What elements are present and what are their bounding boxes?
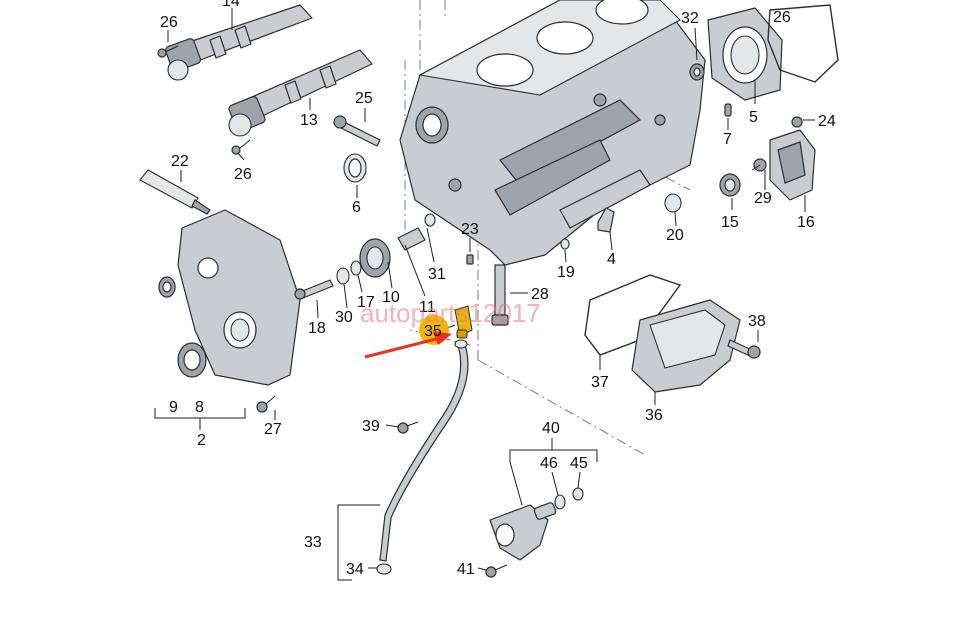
- seal-46: [554, 494, 566, 510]
- callout-18: 18: [308, 320, 326, 337]
- callout-20: 20: [666, 227, 684, 244]
- callout-23: 23: [461, 221, 479, 238]
- callout-27: 27: [264, 421, 282, 438]
- callout-8: 8: [195, 399, 204, 416]
- callout-38: 38: [748, 313, 766, 330]
- oil-jet-4: [597, 207, 615, 233]
- seal-32: [689, 63, 705, 81]
- bolt-38: [727, 339, 761, 359]
- plug-20: [664, 193, 682, 213]
- callout-29: 29: [754, 190, 772, 207]
- callout-7: 7: [723, 131, 732, 148]
- callout-28: 28: [531, 286, 549, 303]
- sprocket-11: [397, 227, 426, 251]
- callout-45: 45: [570, 455, 588, 472]
- seal-34: [376, 563, 392, 575]
- callout-19: 19: [557, 264, 575, 281]
- washer-17: [350, 260, 362, 276]
- callout-6: 6: [352, 199, 361, 216]
- watermark: autoparts12017: [360, 298, 541, 328]
- callout-39: 39: [362, 418, 380, 435]
- pin-23: [466, 254, 474, 265]
- dipstick-tube-top-ring: [454, 339, 468, 349]
- callout-31: 31: [428, 266, 446, 283]
- engine-block: [399, 0, 706, 266]
- callout-35: 35: [424, 323, 442, 340]
- callout-40: 40: [542, 420, 560, 437]
- highlighted-part-35: [454, 305, 473, 339]
- sensor-16: [769, 129, 816, 201]
- bolt-26-lower: [231, 139, 251, 155]
- callout-2: 2: [197, 432, 206, 449]
- callout-labels: 14 26 13 26 25 22 6 32 26 5 7 24 29 15 1…: [160, 0, 836, 578]
- callout-33: 33: [304, 534, 322, 551]
- callout-24: 24: [818, 113, 836, 130]
- callout-46: 46: [540, 455, 558, 472]
- highlight-arrow: [364, 331, 452, 359]
- pin-7: [724, 103, 732, 117]
- callout-15: 15: [721, 214, 739, 231]
- callout-13: 13: [300, 112, 318, 129]
- callout-34: 34: [346, 561, 364, 578]
- dipstick-tube-33: [379, 344, 469, 562]
- coolant-flange-40: [489, 502, 557, 561]
- seal-31: [424, 213, 436, 227]
- gasket-26-rear: [767, 4, 839, 83]
- bolt-41: [485, 564, 508, 578]
- bolt-24: [791, 116, 803, 128]
- callout-41: 41: [457, 561, 475, 578]
- callout-16: 16: [797, 214, 815, 231]
- bolt-27: [256, 395, 276, 413]
- seal-45: [572, 487, 584, 501]
- timing-cover-2: [177, 209, 301, 386]
- gear-15: [719, 173, 741, 197]
- callout-36: 36: [645, 407, 663, 424]
- oil-pan-36: [631, 299, 741, 393]
- callout-17: 17: [357, 294, 375, 311]
- callout-32: 32: [681, 10, 699, 27]
- bolt-29: [751, 158, 767, 172]
- sealant-tube-22: [139, 169, 211, 215]
- callout-30: 30: [335, 309, 353, 326]
- callout-4: 4: [607, 251, 616, 268]
- bolt-39: [397, 421, 419, 434]
- callout-26: 26: [234, 166, 252, 183]
- washer-30: [336, 267, 350, 285]
- rear-seal-flange-5: [707, 7, 783, 101]
- bolt-28: [491, 264, 509, 326]
- seal-8: [177, 342, 207, 378]
- callout-11: 11: [419, 299, 436, 316]
- callout-5: 5: [749, 109, 758, 126]
- leader-lines: [154, 8, 815, 581]
- callout-14: 14: [222, 0, 240, 10]
- callout-22: 22: [171, 153, 189, 170]
- bolt-25: [333, 115, 381, 147]
- bolt-18: [294, 279, 334, 300]
- seal-9: [158, 276, 176, 298]
- gear-10: [359, 238, 391, 278]
- callout-26: 26: [160, 14, 178, 31]
- seal-ring-6: [343, 153, 367, 183]
- callout-9: 9: [169, 399, 178, 416]
- balance-shaft-lower: [228, 49, 373, 137]
- seal-19: [560, 238, 570, 250]
- bolt-26-upper: [157, 45, 179, 58]
- callout-25: 25: [355, 90, 373, 107]
- callout-37: 37: [591, 374, 609, 391]
- callout-26: 26: [773, 9, 791, 26]
- balance-shaft-upper: [164, 4, 313, 81]
- callout-10: 10: [382, 289, 400, 306]
